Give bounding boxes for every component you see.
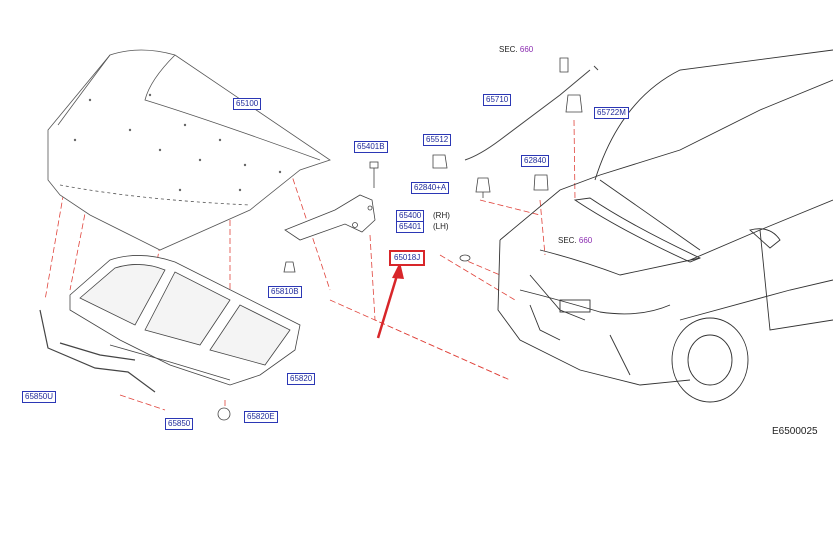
side-rh-text: (RH) xyxy=(433,211,450,220)
section-660-link[interactable]: 660 xyxy=(578,236,593,245)
part-62840-label[interactable]: 62840 xyxy=(521,155,550,167)
hood-hinge xyxy=(284,194,376,241)
part-65820e-label[interactable]: 65820E xyxy=(244,411,278,423)
part-65820-label[interactable]: 65820 xyxy=(287,373,316,385)
hood-panel xyxy=(47,49,331,251)
hood-weatherstrip xyxy=(39,309,156,393)
part-65850u-label[interactable]: 65850U xyxy=(22,391,57,403)
fasteners xyxy=(217,57,583,421)
part-65850-label[interactable]: 65850 xyxy=(165,418,194,430)
dashed-leader-lines xyxy=(44,119,576,411)
section-prefix: SEC. xyxy=(499,45,518,54)
part-65100-label[interactable]: 65100 xyxy=(233,98,262,110)
section-ref-top: SEC. 660 xyxy=(499,45,533,55)
section-660-link[interactable]: 660 xyxy=(519,45,534,54)
part-65810b-label[interactable]: 65810B xyxy=(268,286,302,298)
part-65710-label[interactable]: 65710 xyxy=(483,94,512,106)
part-62840a-label[interactable]: 62840+A xyxy=(411,182,450,194)
part-65401b-label[interactable]: 65401B xyxy=(354,141,388,153)
hood-insulator xyxy=(69,255,301,386)
part-65401-label[interactable]: 65401 xyxy=(396,221,425,233)
part-65018j-label-highlighted[interactable]: 65018J xyxy=(389,250,426,266)
highlight-arrow xyxy=(376,262,404,339)
diagram-code: E6500025 xyxy=(772,426,818,437)
vehicle-outline xyxy=(497,49,833,403)
hood-release-cable xyxy=(464,65,599,161)
part-65722m-label[interactable]: 65722M xyxy=(594,107,629,119)
side-lh-text: (LH) xyxy=(433,222,449,231)
section-prefix: SEC. xyxy=(558,236,577,245)
part-65512-label[interactable]: 65512 xyxy=(423,134,452,146)
section-ref-cowl: SEC. 660 xyxy=(558,236,592,246)
